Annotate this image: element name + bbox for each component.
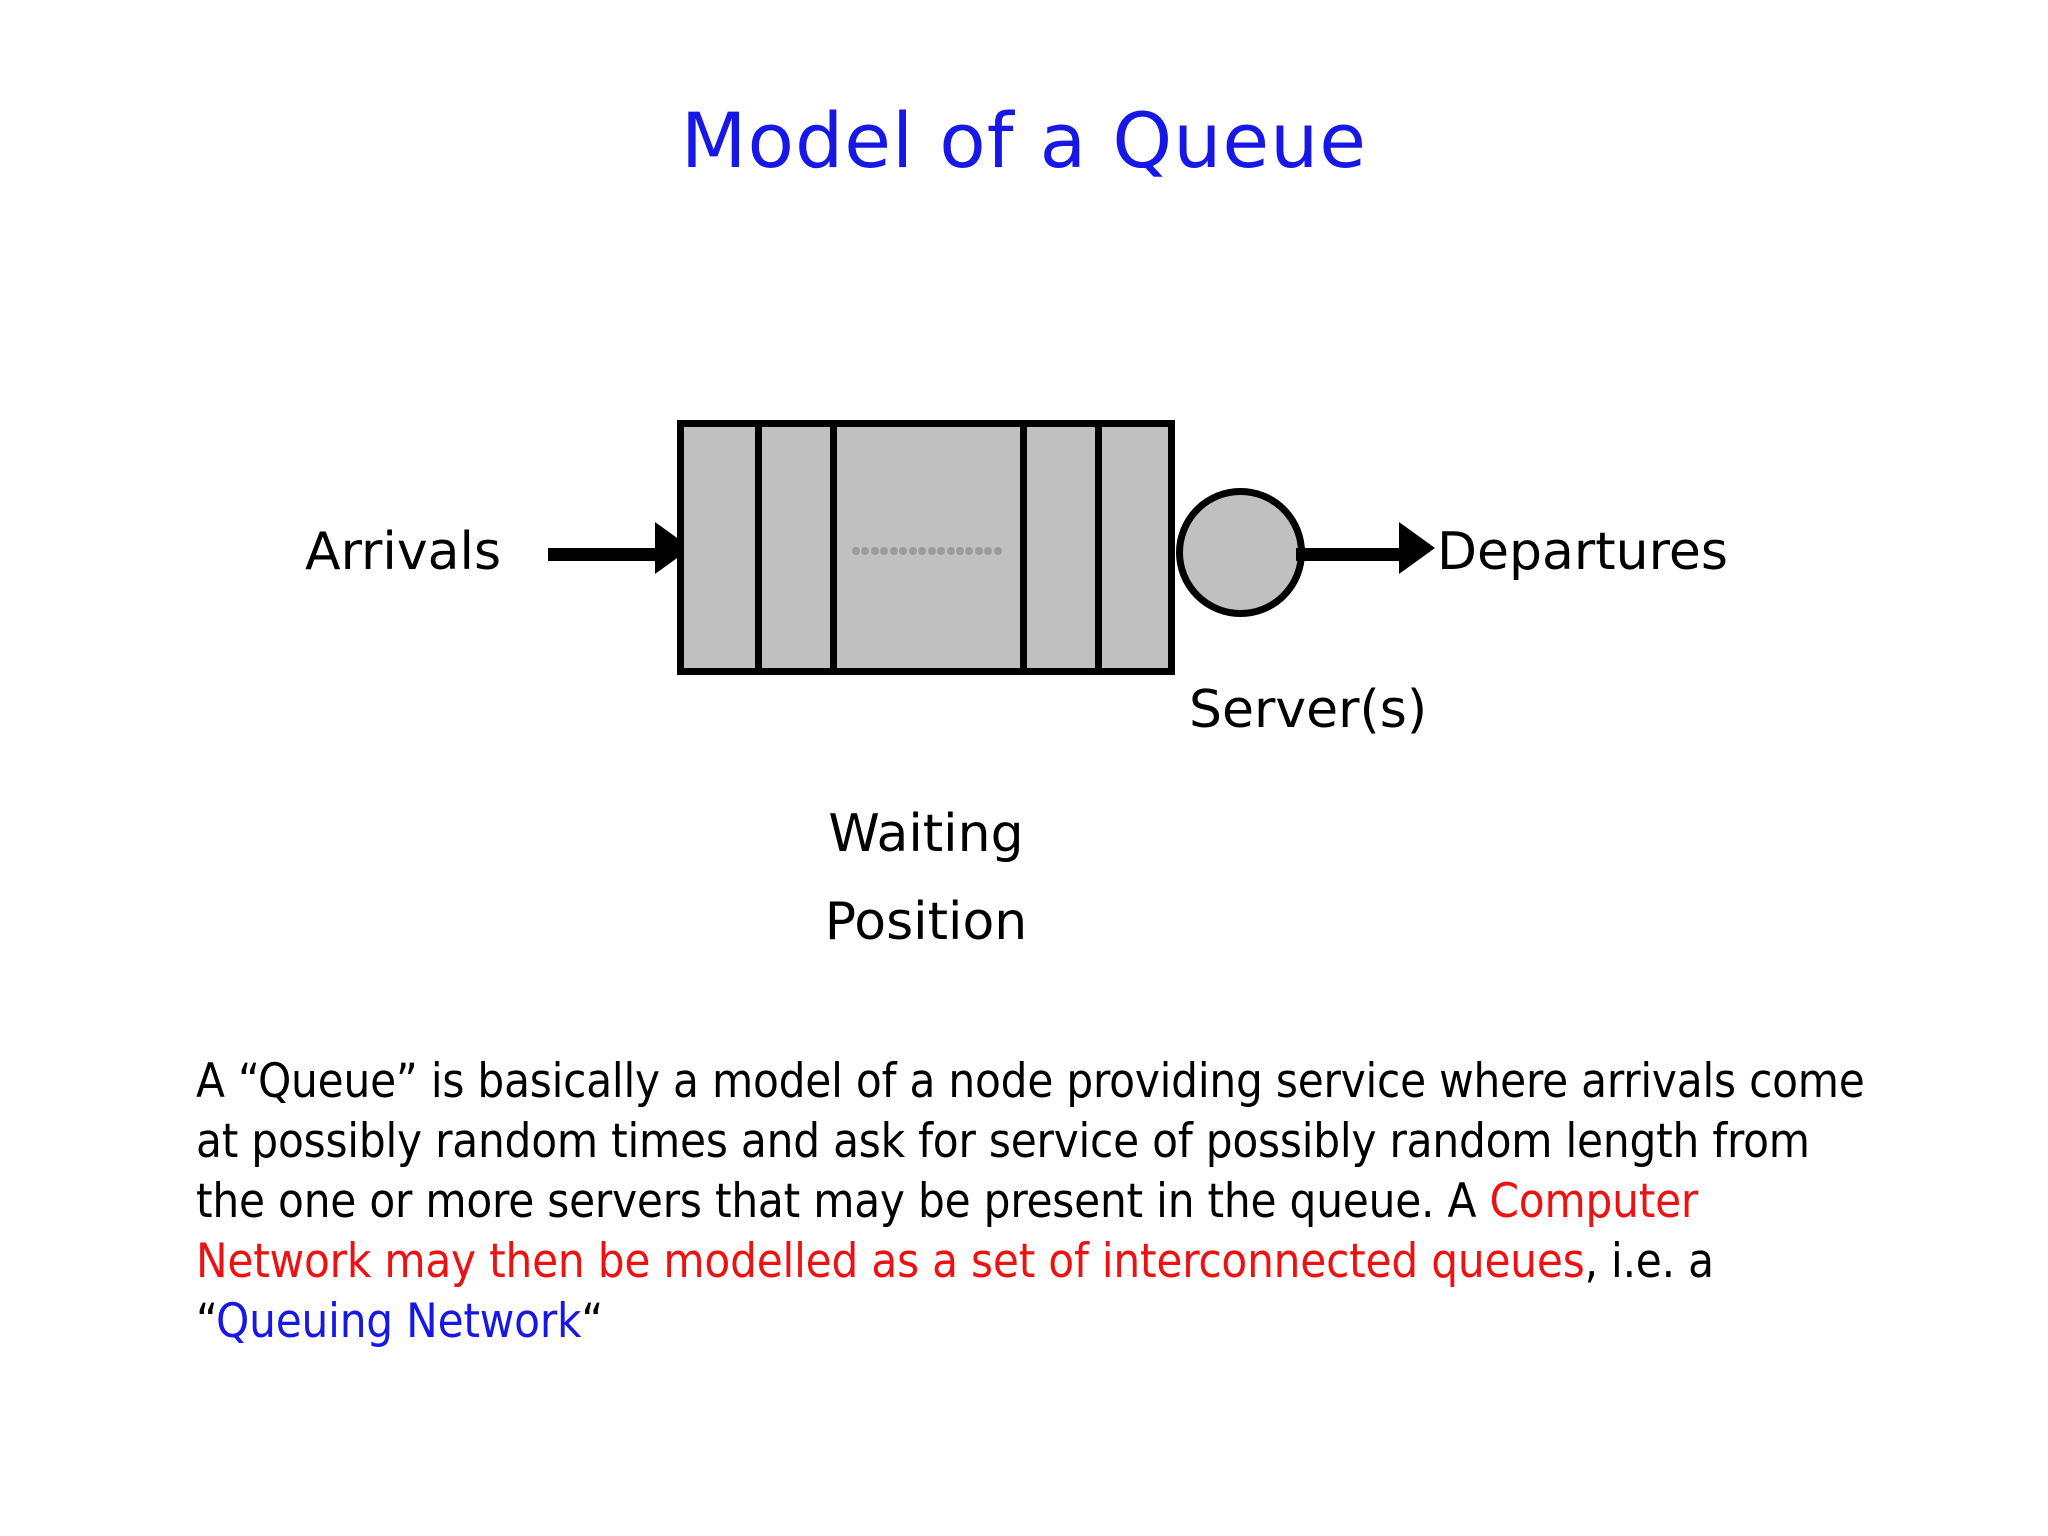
body-paragraph: A “Queue” is basically a model of a node… <box>196 1052 1876 1352</box>
waiting-position-divider <box>1020 427 1027 668</box>
ellipsis-dots-icon <box>852 545 1002 557</box>
departure-arrow-icon <box>1399 522 1435 574</box>
ellipsis-dot <box>946 547 955 555</box>
body-text-segment-3: Queuing Network <box>216 1294 582 1349</box>
waiting-position-divider <box>755 427 762 668</box>
ellipsis-dot <box>918 547 927 555</box>
body-text-segment-0: A “Queue” is basically a model of a node… <box>196 1054 1865 1229</box>
ellipsis-dot <box>927 547 936 555</box>
ellipsis-dot <box>955 547 964 555</box>
ellipsis-dot <box>974 547 983 555</box>
ellipsis-dot <box>861 547 870 555</box>
ellipsis-dot <box>965 547 974 555</box>
body-text-segment-1: Computer Network may then be modelled as… <box>196 1174 1699 1289</box>
servers-label: Server(s) <box>1189 680 1428 740</box>
ellipsis-dot <box>937 547 946 555</box>
ellipsis-dot <box>870 547 879 555</box>
page-title: Model of a Queue <box>680 96 1368 185</box>
ellipsis-dot <box>880 547 889 555</box>
waiting-position-divider <box>830 427 837 668</box>
ellipsis-dot <box>852 547 860 555</box>
departure-arrow-shaft <box>1296 548 1406 561</box>
waiting-position-label: Waiting Position <box>677 790 1175 966</box>
server-circle-icon <box>1176 488 1305 617</box>
ellipsis-dot <box>993 547 1002 555</box>
ellipsis-dot <box>984 547 993 555</box>
waiting-position-label-line1: Waiting <box>828 804 1024 864</box>
body-text-segment-4: “ <box>581 1294 604 1349</box>
ellipsis-dot <box>889 547 898 555</box>
body-text-segment-2: , i.e. a “ <box>196 1234 1714 1349</box>
queue-model-diagram: Arrivals Departures Server(s) Waiting Po… <box>305 420 1728 966</box>
waiting-position-divider <box>1095 427 1102 668</box>
ellipsis-dot <box>899 547 908 555</box>
waiting-positions-box <box>677 420 1175 675</box>
arrival-arrow-shaft <box>548 548 660 561</box>
arrivals-label: Arrivals <box>305 522 502 582</box>
departures-label: Departures <box>1437 522 1728 582</box>
ellipsis-dot <box>908 547 917 555</box>
waiting-position-label-line2: Position <box>824 892 1028 952</box>
